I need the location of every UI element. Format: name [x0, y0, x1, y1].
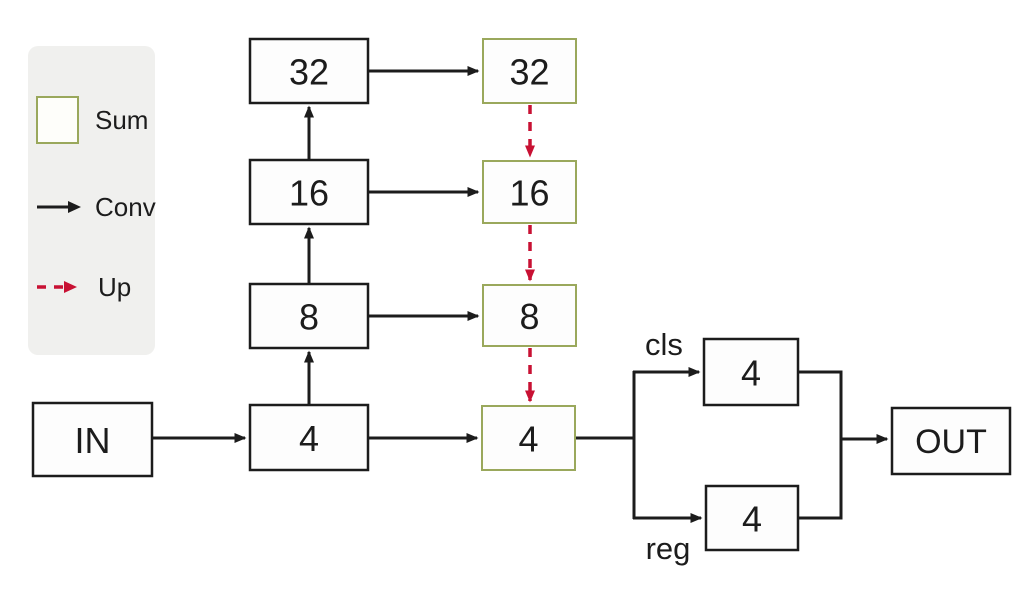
edge-merge-bracket	[799, 370, 843, 520]
node-out-label: OUT	[915, 423, 987, 461]
cls-label: cls	[645, 327, 683, 362]
legend-item-sum: Sum	[36, 96, 148, 144]
node-sum-4-label: 4	[518, 419, 538, 460]
sum-box-icon	[36, 96, 79, 144]
node-sum-4-box	[481, 405, 576, 471]
node-sum-8-label: 8	[519, 296, 539, 337]
legend-item-up: Up	[36, 273, 131, 301]
legend-item-conv: Conv	[36, 193, 156, 221]
conv-arrow-icon	[37, 201, 81, 213]
node-in-label: IN	[75, 420, 111, 461]
node-sum-16-box	[482, 160, 577, 224]
node-sum-32-box	[482, 38, 577, 104]
up-arrow-icon	[37, 281, 77, 293]
node-cls-4-box	[702, 337, 800, 407]
node-out-box	[890, 406, 1012, 476]
node-conv-8-label: 8	[299, 297, 319, 338]
legend: Sum Conv Up	[28, 46, 156, 355]
node-sum-16-label: 16	[509, 173, 549, 214]
node-sum-32-label: 32	[509, 52, 549, 93]
node-conv-16-label: 16	[289, 173, 329, 214]
legend-up-label: Up	[98, 272, 132, 302]
node-conv-4-label: 4	[299, 418, 319, 459]
node-reg-4-label: 4	[742, 499, 762, 540]
legend-sum-label: Sum	[95, 105, 149, 135]
node-conv-32-box	[248, 37, 370, 105]
node-conv-16-box	[248, 158, 370, 226]
legend-conv-label: Conv	[95, 192, 156, 222]
node-in-box	[31, 401, 154, 478]
reg-label: reg	[646, 531, 691, 566]
node-cls-4-label: 4	[741, 353, 761, 394]
node-reg-4-box	[704, 484, 800, 552]
node-sum-8-box	[482, 284, 577, 347]
node-conv-8-box	[248, 282, 370, 350]
node-conv-4-box	[248, 403, 370, 472]
node-conv-32-label: 32	[289, 52, 329, 93]
